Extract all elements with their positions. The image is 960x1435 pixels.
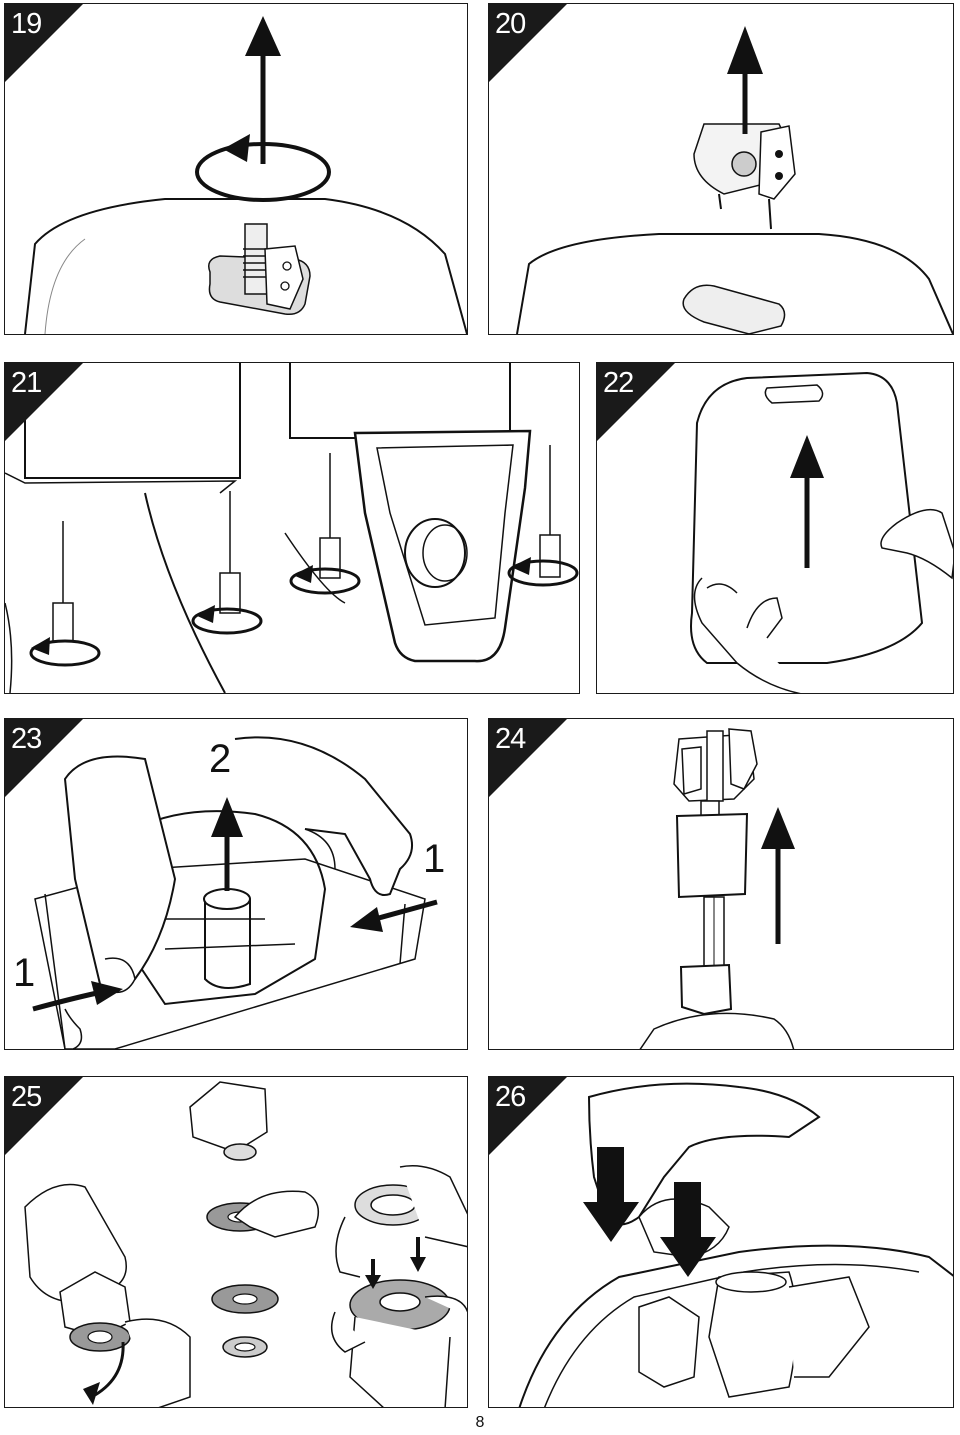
- step-26-number: 26: [495, 1081, 526, 1113]
- step-21-badge: 21: [5, 363, 83, 441]
- step-21-number: 21: [11, 367, 42, 399]
- step-20-badge: 20: [489, 4, 567, 82]
- step-24-panel: 24: [488, 718, 954, 1050]
- step-23-panel: 23 2 1 1: [4, 718, 468, 1050]
- step-22-number: 22: [603, 367, 634, 399]
- step-20-illustration: [516, 26, 953, 334]
- step-21-panel: 21: [4, 362, 580, 694]
- screwdriver-1: [52, 521, 74, 642]
- step-20-number: 20: [495, 8, 526, 40]
- step-22-badge: 22: [597, 363, 675, 441]
- callout-lift-2: 2: [209, 737, 232, 781]
- step-21-illustration: [5, 363, 579, 693]
- step-20-panel: 20: [488, 3, 954, 335]
- step-24-illustration: [639, 728, 795, 1049]
- step-25-number: 25: [11, 1081, 42, 1113]
- step-19-illustration: [24, 16, 467, 334]
- callout-press-left-1: 1: [13, 951, 36, 995]
- step-25-illustration: [24, 1081, 467, 1407]
- step-26-illustration: [518, 1082, 953, 1407]
- step-26-badge: 26: [489, 1077, 567, 1155]
- step-19-panel: 19: [4, 3, 468, 335]
- step-23-number: 23: [11, 723, 42, 755]
- page-number: 8: [475, 1414, 485, 1431]
- step-23-illustration: [32, 736, 438, 1049]
- step-23-badge: 23: [5, 719, 83, 797]
- step-19-badge: 19: [5, 4, 83, 82]
- step-25-panel: 25: [4, 1076, 468, 1408]
- step-22-panel: 22: [596, 362, 954, 694]
- step-24-badge: 24: [489, 719, 567, 797]
- step-22-illustration: [690, 371, 953, 693]
- step-24-number: 24: [495, 723, 526, 755]
- step-25-badge: 25: [5, 1077, 83, 1155]
- step-19-number: 19: [11, 8, 42, 40]
- callout-press-right-1: 1: [423, 837, 446, 881]
- step-26-panel: 26: [488, 1076, 954, 1408]
